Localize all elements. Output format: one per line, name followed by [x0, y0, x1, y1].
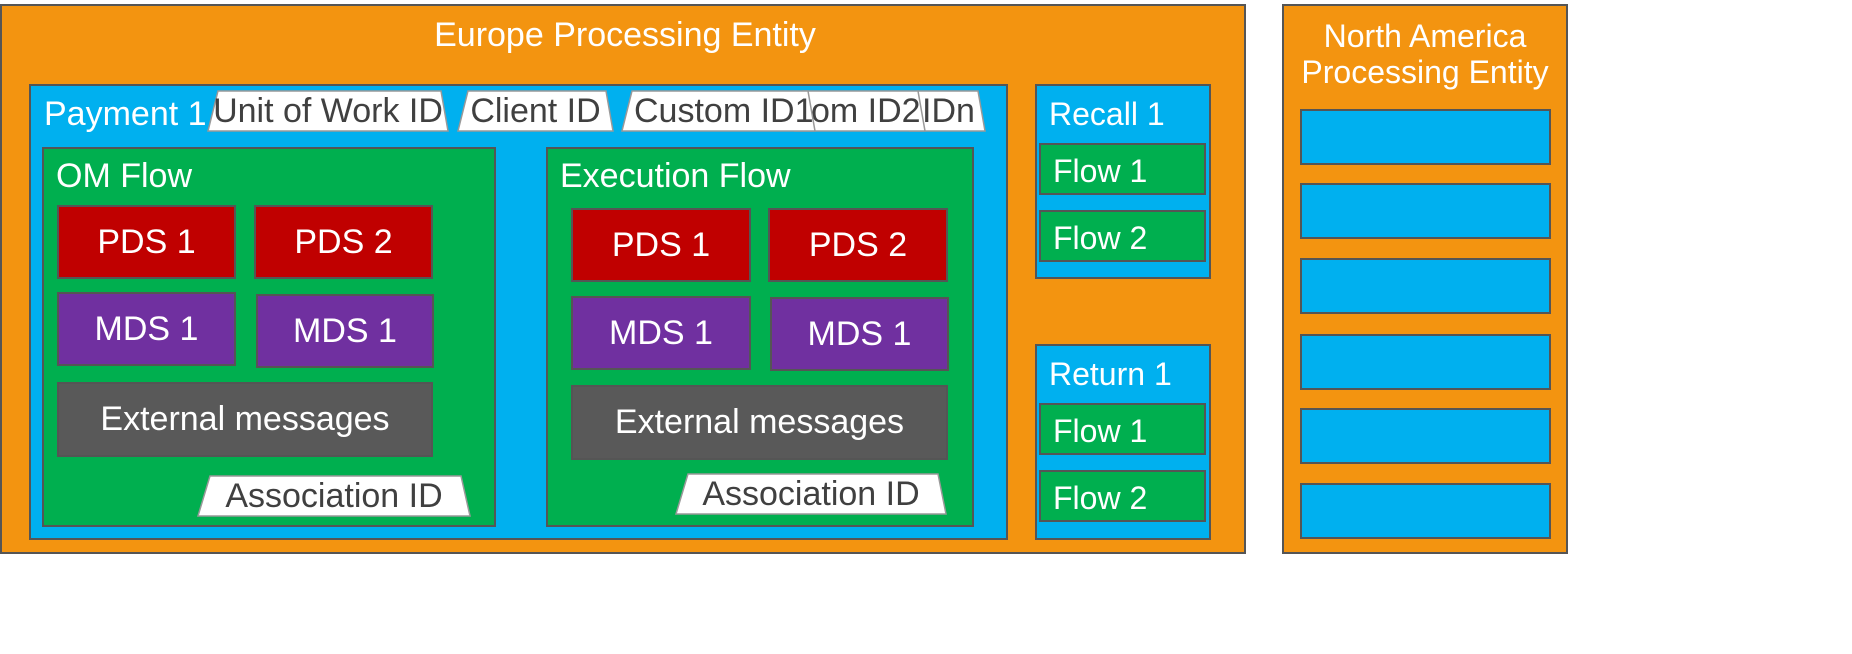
om-pds-2: PDS 2 [254, 205, 433, 279]
north-america-slot [1300, 483, 1551, 539]
tag-idn: IDn [909, 87, 986, 135]
north-america-slot [1300, 408, 1551, 464]
exec-pds-2: PDS 2 [768, 208, 948, 282]
tag-client-id-label: Client ID [470, 91, 601, 130]
north-america-title-line2: Processing Entity [1301, 54, 1549, 90]
recall-flow-2: Flow 2 [1039, 210, 1206, 262]
north-america-slot [1300, 183, 1551, 239]
payment-title: Payment 1 [44, 95, 207, 133]
exec-external-messages: External messages [571, 385, 948, 460]
exec-mds-1: MDS 1 [571, 296, 751, 370]
om-mds-1: MDS 1 [57, 292, 236, 366]
recall-flow-1-label: Flow 1 [1053, 153, 1148, 189]
tag-custom-id2: om ID2 [794, 87, 926, 135]
tag-custom-id1: Custom ID1 [621, 87, 816, 135]
recall-flow-2-label: Flow 2 [1053, 220, 1148, 256]
return-flow-1-label: Flow 1 [1053, 413, 1148, 449]
execution-flow-title: Execution Flow [560, 157, 791, 195]
om-mds-2: MDS 1 [256, 294, 434, 368]
exec-mds-2: MDS 1 [770, 297, 949, 371]
north-america-slot [1300, 258, 1551, 314]
exec-association-id-tag: Association ID [674, 470, 947, 518]
return-flow-2: Flow 2 [1039, 470, 1206, 522]
north-america-title-line1: North America [1323, 18, 1527, 54]
tag-unit-of-work-id: Unit of Work ID [207, 87, 449, 135]
return-flow-2-label: Flow 2 [1053, 480, 1148, 516]
tag-custom-id1-label: Custom ID1 [634, 91, 814, 130]
recall-title: Recall 1 [1049, 96, 1165, 132]
tag-custom-id2-label: om ID2 [811, 91, 921, 130]
north-america-slot [1300, 334, 1551, 390]
om-external-messages: External messages [57, 382, 433, 457]
om-pds-1: PDS 1 [57, 205, 236, 279]
recall-flow-1: Flow 1 [1039, 143, 1206, 195]
return-flow-1: Flow 1 [1039, 403, 1206, 455]
europe-entity-title: Europe Processing Entity [434, 16, 816, 54]
tag-client-id: Client ID [457, 87, 614, 135]
return-title: Return 1 [1049, 356, 1172, 392]
tag-unit-of-work-id-label: Unit of Work ID [213, 91, 443, 130]
om-association-id-tag: Association ID [196, 472, 471, 520]
exec-pds-1: PDS 1 [571, 208, 751, 282]
exec-association-id-label: Association ID [702, 474, 920, 513]
om-association-id-label: Association ID [225, 476, 443, 515]
north-america-slot [1300, 109, 1551, 165]
tag-idn-label: IDn [922, 91, 975, 130]
om-flow-title: OM Flow [56, 157, 192, 195]
